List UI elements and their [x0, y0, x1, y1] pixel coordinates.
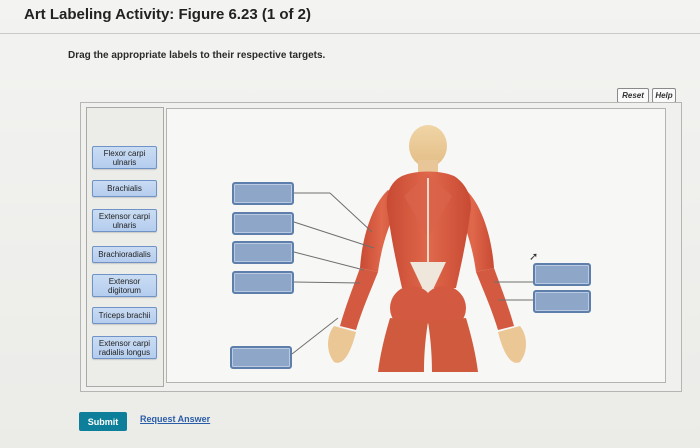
arrow-cursor-icon: ➚ [529, 251, 539, 263]
reset-button[interactable]: Reset [617, 88, 649, 103]
header-divider [0, 33, 700, 34]
instructions-text: Drag the appropriate labels to their res… [68, 50, 326, 61]
drop-target-3[interactable] [232, 241, 294, 264]
drop-target-5[interactable] [230, 346, 292, 369]
submit-button[interactable]: Submit [79, 412, 127, 431]
label-extensor-digitorum[interactable]: Extensor digitorum [92, 274, 157, 297]
drop-target-1[interactable] [232, 182, 294, 205]
request-answer-link[interactable]: Request Answer [140, 414, 211, 424]
label-brachialis[interactable]: Brachialis [92, 180, 157, 197]
label-triceps-brachii[interactable]: Triceps brachii [92, 307, 157, 324]
drop-target-2[interactable] [232, 212, 294, 235]
label-extensor-carpi-radialis-longus[interactable]: Extensor carpi radialis longus [92, 336, 157, 359]
drop-target-4[interactable] [232, 271, 294, 294]
drop-target-6[interactable] [533, 263, 591, 286]
page-title: Art Labeling Activity: Figure 6.23 (1 of… [24, 6, 311, 23]
label-brachioradialis[interactable]: Brachioradialis [92, 246, 157, 263]
label-flexor-carpi-ulnaris[interactable]: Flexor carpi ulnaris [92, 146, 157, 169]
label-extensor-carpi-ulnaris[interactable]: Extensor carpi ulnaris [92, 209, 157, 232]
drop-target-7[interactable] [533, 290, 591, 313]
